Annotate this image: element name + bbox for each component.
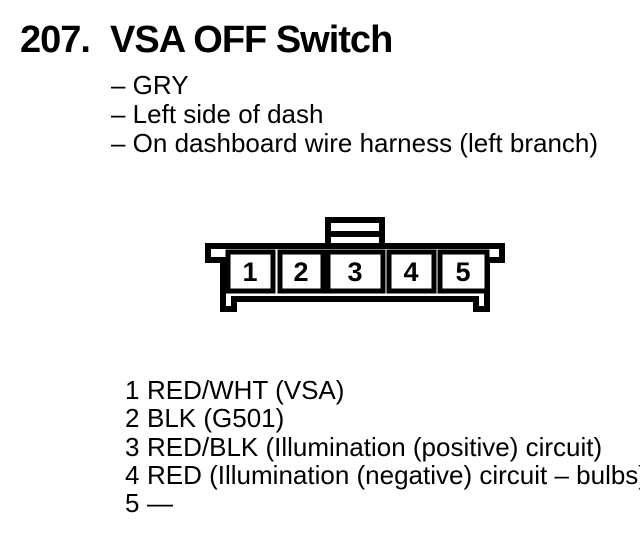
pin-legend: 1 RED/WHT (VSA) 2 BLK (G501) 3 RED/BLK (…	[125, 375, 640, 519]
page-title: 207. VSA OFF Switch	[0, 21, 640, 63]
pin-box-1	[225, 249, 276, 294]
pin-legend-row: 3 RED/BLK (Illumination (positive) circu…	[125, 431, 640, 462]
item-number: 207.	[20, 19, 91, 61]
connector-lock-tab	[325, 217, 385, 249]
pin-legend-number: 2	[125, 403, 140, 434]
pin-number-4: 4	[403, 257, 418, 287]
detail-line: – GRY	[111, 70, 189, 100]
pin-legend-row: 1 RED/WHT (VSA)	[125, 375, 640, 405]
detail-list: – GRY – Left side of dash – On dashboard…	[111, 71, 598, 158]
pin-number-2: 2	[293, 257, 308, 287]
pin-number-3: 3	[347, 257, 362, 287]
pin-legend-number: 3	[125, 431, 140, 462]
pin-legend-row: 4 RED (Illumination (negative) circuit –…	[125, 459, 640, 490]
detail-line: – On dashboard wire harness (left branch…	[111, 128, 599, 158]
pin-box-5	[437, 249, 490, 294]
pin-legend-label: RED/WHT (VSA)	[147, 375, 345, 405]
pin-number-5: 5	[455, 257, 470, 287]
pin-number-1: 1	[242, 257, 257, 287]
pin-legend-number: 1	[125, 375, 140, 405]
detail-line: – Left side of dash	[111, 99, 324, 129]
pin-legend-label: RED/BLK (Illumination (positive) circuit…	[147, 431, 603, 462]
pin-legend-number: 4	[125, 459, 140, 490]
pin-legend-row: 5 —	[125, 488, 640, 519]
pin-legend-label: BLK (G501)	[147, 403, 285, 434]
item-title: VSA OFF Switch	[110, 19, 393, 61]
pin-box-2	[277, 249, 326, 294]
pin-legend-label: —	[147, 488, 173, 519]
pin-box-3	[325, 249, 386, 294]
pin-legend-number: 5	[125, 488, 140, 519]
pin-box-4	[386, 249, 437, 294]
pin-legend-row: 2 BLK (G501)	[125, 403, 640, 434]
pin-legend-label: RED (Illumination (negative) circuit – b…	[147, 459, 640, 490]
